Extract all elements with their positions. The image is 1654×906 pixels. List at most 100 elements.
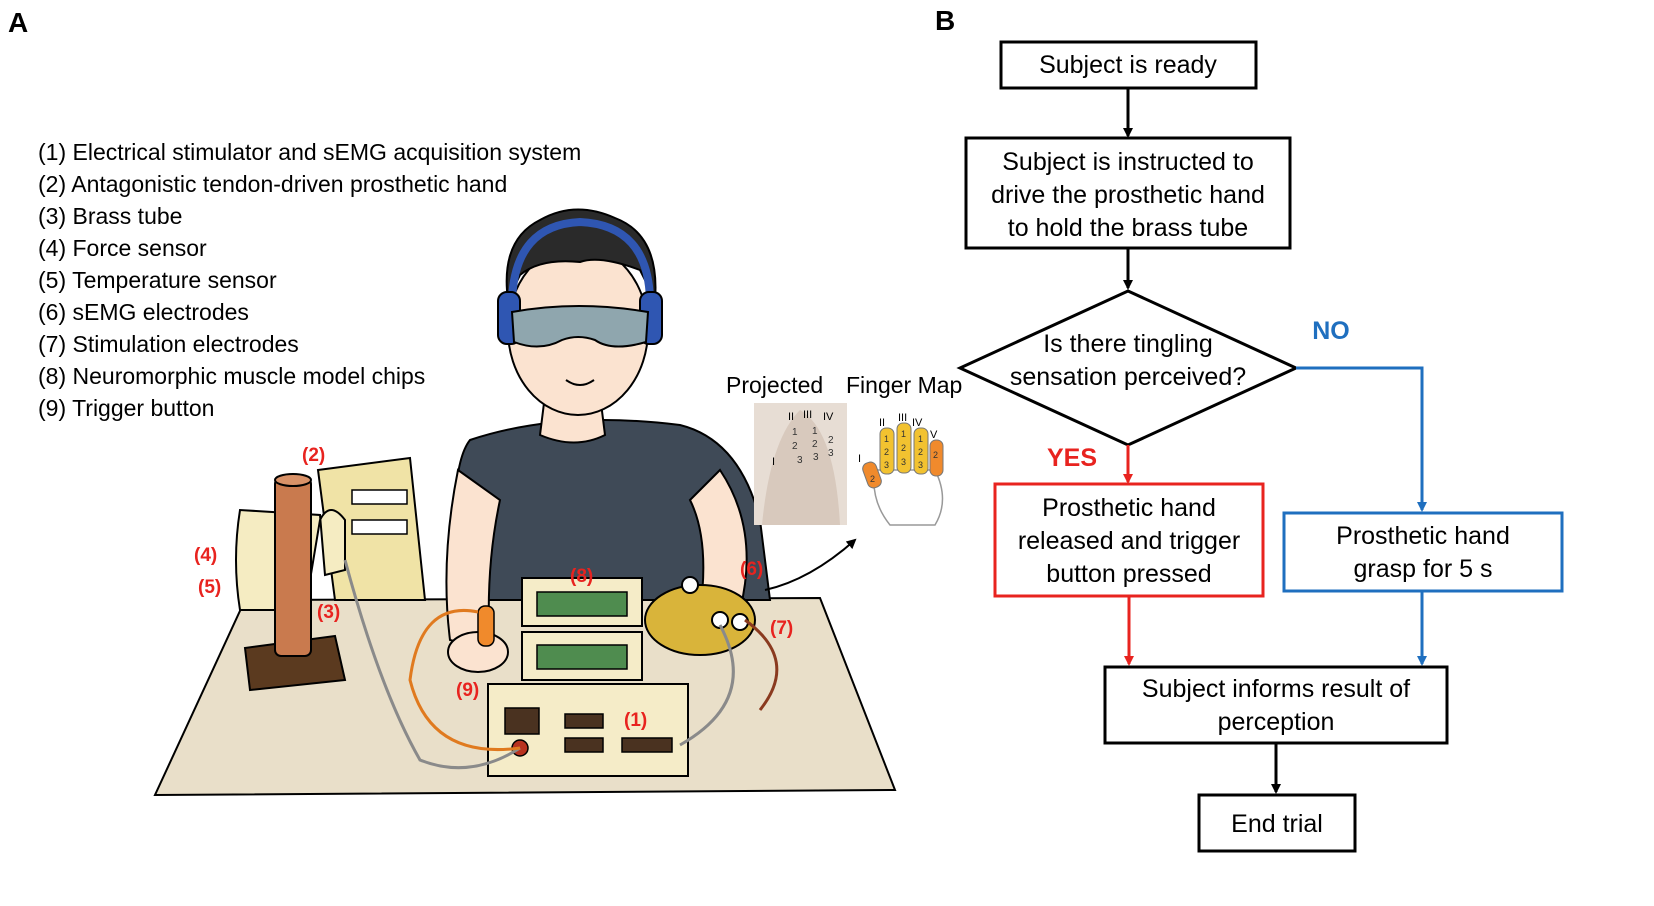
finger-map-finger-iv xyxy=(913,427,929,475)
finger-map-segment: 1 xyxy=(884,434,889,444)
flow-label-no: NO xyxy=(1312,317,1350,345)
panel-label-b: B xyxy=(935,5,955,36)
marker-6: (6) xyxy=(740,559,763,580)
flow-text-informs: Subject informs result of xyxy=(1142,675,1410,703)
marker-7: (7) xyxy=(770,618,793,639)
flow-text-instruct: Subject is instructed to xyxy=(1002,148,1254,176)
flow-text-released: Prosthetic hand xyxy=(1042,494,1216,522)
prosthetic-frame-slot xyxy=(351,489,408,505)
cable-orange xyxy=(408,609,521,752)
marker-4: (4) xyxy=(194,545,217,566)
finger-map-roman: III xyxy=(898,412,907,424)
prosthetic-frame-slot xyxy=(351,519,408,535)
projected-photo: II III IV I 1 2 3 1 2 3 2 3 xyxy=(754,403,847,525)
flow-text-ready: Subject is ready xyxy=(1039,51,1217,79)
stimulator-port xyxy=(621,737,673,753)
projection-arrow xyxy=(764,538,857,591)
projected-label: Projected xyxy=(726,372,823,398)
projected-segment: 2 xyxy=(812,439,818,450)
projected-segment: 3 xyxy=(813,452,819,463)
finger-map-label: Finger Map xyxy=(846,372,962,398)
finger-map-roman: I xyxy=(858,453,861,465)
projected-roman: II xyxy=(788,411,794,423)
flow-box-end xyxy=(1197,793,1357,853)
legend-item: (5) Temperature sensor xyxy=(38,267,277,293)
brass-tube xyxy=(274,477,312,657)
legend-item: (3) Brass tube xyxy=(38,203,182,229)
flow-box-released xyxy=(993,482,1265,598)
projected-roman: I xyxy=(772,456,775,468)
finger-map-finger-iii xyxy=(896,422,912,474)
marker-8: (8) xyxy=(570,566,593,587)
legend-item: (9) Trigger button xyxy=(38,395,214,421)
cable-brown xyxy=(744,618,779,711)
flow-label-yes: YES xyxy=(1047,444,1097,472)
cable-grey xyxy=(343,559,521,770)
finger-map-drawing: I II III IV V 1 2 3 1 2 3 1 2 3 2 2 xyxy=(858,412,944,526)
flow-text-released: button pressed xyxy=(1046,560,1211,588)
stimulator-illustration xyxy=(487,683,689,777)
flow-box-ready xyxy=(999,40,1258,90)
flow-box-grasp xyxy=(1282,511,1564,593)
blindfold-goggles xyxy=(510,305,650,348)
headphone-band xyxy=(508,217,654,301)
flow-text-grasp: grasp for 5 s xyxy=(1354,555,1493,583)
projected-segment: 3 xyxy=(797,455,803,466)
stimulator-port xyxy=(504,707,540,735)
flow-text-grasp: Prosthetic hand xyxy=(1336,522,1510,550)
finger-map-roman: V xyxy=(930,429,938,441)
finger-map-segment: 1 xyxy=(901,429,906,439)
flow-text-informs: perception xyxy=(1218,708,1335,736)
legend-item: (6) sEMG electrodes xyxy=(38,299,249,325)
legend-item: (2) Antagonistic tendon-driven prostheti… xyxy=(38,171,507,197)
cables xyxy=(343,559,779,770)
stimulator-port xyxy=(564,737,604,753)
legend-item: (1) Electrical stimulator and sEMG acqui… xyxy=(38,139,581,165)
subject-smile xyxy=(565,379,595,386)
subject-illustration xyxy=(445,208,772,673)
flow-box-informs xyxy=(1103,665,1449,745)
projected-segment: 2 xyxy=(792,441,798,452)
marker-9: (9) xyxy=(456,680,479,701)
chip-boxes-illustration xyxy=(521,577,643,681)
finger-map-segment: 2 xyxy=(870,474,875,484)
finger-map-segment: 2 xyxy=(933,450,938,460)
projected-roman: III xyxy=(803,409,812,421)
projected-forearm-skin xyxy=(762,410,840,525)
projected-roman: IV xyxy=(823,411,834,423)
panel-label-a: A xyxy=(8,7,28,38)
component-markers: (1) (2) (3) (4) (5) (6) (7) (8) (9) xyxy=(194,445,793,731)
flow-text-end: End trial xyxy=(1231,810,1323,838)
finger-map-segment: 2 xyxy=(884,447,889,457)
legend-item: (4) Force sensor xyxy=(38,235,207,261)
finger-map-segment: 3 xyxy=(918,460,923,470)
projected-segment: 3 xyxy=(828,448,834,459)
component-legend: (1) Electrical stimulator and sEMG acqui… xyxy=(38,139,581,421)
finger-map-segment: 2 xyxy=(901,443,906,453)
marker-1: (1) xyxy=(624,710,647,731)
marker-2: (2) xyxy=(302,445,325,466)
flow-text-instruct: to hold the brass tube xyxy=(1008,214,1248,242)
finger-map-segment: 2 xyxy=(918,447,923,457)
brass-tube-illustration xyxy=(243,473,347,692)
flow-text-decision: sensation perceived? xyxy=(1010,363,1246,391)
projected-segment: 1 xyxy=(812,426,818,437)
chip-board-upper xyxy=(536,591,628,617)
flow-text-instruct: drive the prosthetic hand xyxy=(991,181,1265,209)
finger-map-finger-i xyxy=(862,461,882,489)
legend-item: (8) Neuromorphic muscle model chips xyxy=(38,363,425,389)
flow-arrow-no xyxy=(1296,366,1427,512)
chip-board-lower xyxy=(536,644,628,670)
finger-map-segment: 1 xyxy=(918,434,923,444)
brass-tube-top xyxy=(274,473,312,487)
finger-map-finger-v xyxy=(929,439,944,477)
flow-box-instruct xyxy=(964,136,1292,250)
electrode xyxy=(681,576,699,594)
finger-map-finger-ii xyxy=(879,427,895,475)
cable-grey-2 xyxy=(679,624,735,747)
finger-map-segment: 3 xyxy=(884,460,889,470)
marker-3: (3) xyxy=(317,602,340,623)
stimulator-port xyxy=(564,713,604,729)
flowchart: Subject is ready Subject is instructed t… xyxy=(956,40,1564,853)
